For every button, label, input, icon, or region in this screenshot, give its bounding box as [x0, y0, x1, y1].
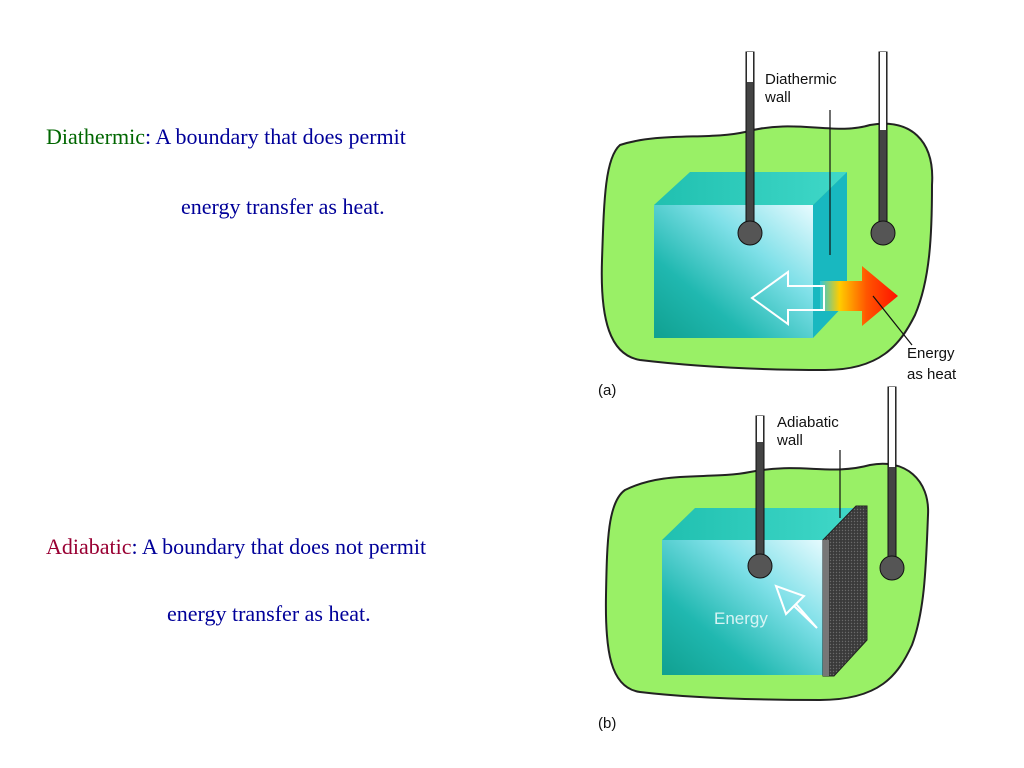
adiabatic-definition: Adiabatic: A boundary that does not perm… — [46, 536, 426, 558]
diathermic-definition: Diathermic: A boundary that does permit — [46, 126, 406, 148]
thermometer-bulb-left-a — [737, 220, 763, 246]
diathermic-wall-label-1: Diathermic — [765, 71, 837, 88]
panel-b: Adiabatic wall Energy (b) — [598, 386, 930, 732]
adiabatic-wall-label-1: Adiabatic — [777, 414, 839, 431]
figure-svg: Diathermic wall Energy as heat (a) — [598, 51, 957, 732]
thermometer-bulb-right-b — [879, 555, 905, 581]
thermometer-left-b-glass — [757, 416, 763, 442]
cube-front-b — [662, 540, 825, 675]
diathermic-wall-label-2: wall — [764, 89, 791, 106]
panel-a-tag: (a) — [598, 382, 616, 399]
adiabatic-wall-edge — [823, 540, 829, 676]
heat-arrow — [820, 266, 898, 326]
thermometer-left-a-glass — [747, 52, 753, 82]
thermometer-right-a-glass — [880, 52, 886, 130]
adiabatic-wall-label-2: wall — [776, 432, 803, 449]
energy-arrow-outline-a — [750, 270, 825, 326]
energy-leader-line — [872, 295, 913, 346]
diathermic-term: Diathermic — [46, 124, 145, 149]
thermometer-right-b-glass — [889, 387, 895, 467]
cube-front-a — [654, 205, 813, 338]
thermal-boundary-figure: Diathermic wall Energy as heat (a) — [580, 40, 1000, 740]
adiabatic-term: Adiabatic — [46, 534, 132, 559]
adiabatic-definition-text: : A boundary that does not permit — [131, 534, 427, 559]
energy-as-heat-label-1: Energy — [907, 345, 955, 362]
panel-a: Diathermic wall Energy as heat (a) — [598, 51, 957, 399]
energy-inner-label: Energy — [714, 609, 768, 628]
energy-arrow-outline-b — [774, 584, 818, 629]
thermometer-bulb-left-b — [747, 553, 773, 579]
thermometer-bulb-right-a — [870, 220, 896, 246]
energy-as-heat-label-2: as heat — [907, 366, 957, 383]
diathermic-definition-line2: energy transfer as heat. — [181, 194, 385, 219]
diathermic-definition-text: : A boundary that does permit — [144, 124, 406, 149]
adiabatic-definition-line2: energy transfer as heat. — [167, 601, 371, 626]
panel-b-tag: (b) — [598, 715, 616, 732]
